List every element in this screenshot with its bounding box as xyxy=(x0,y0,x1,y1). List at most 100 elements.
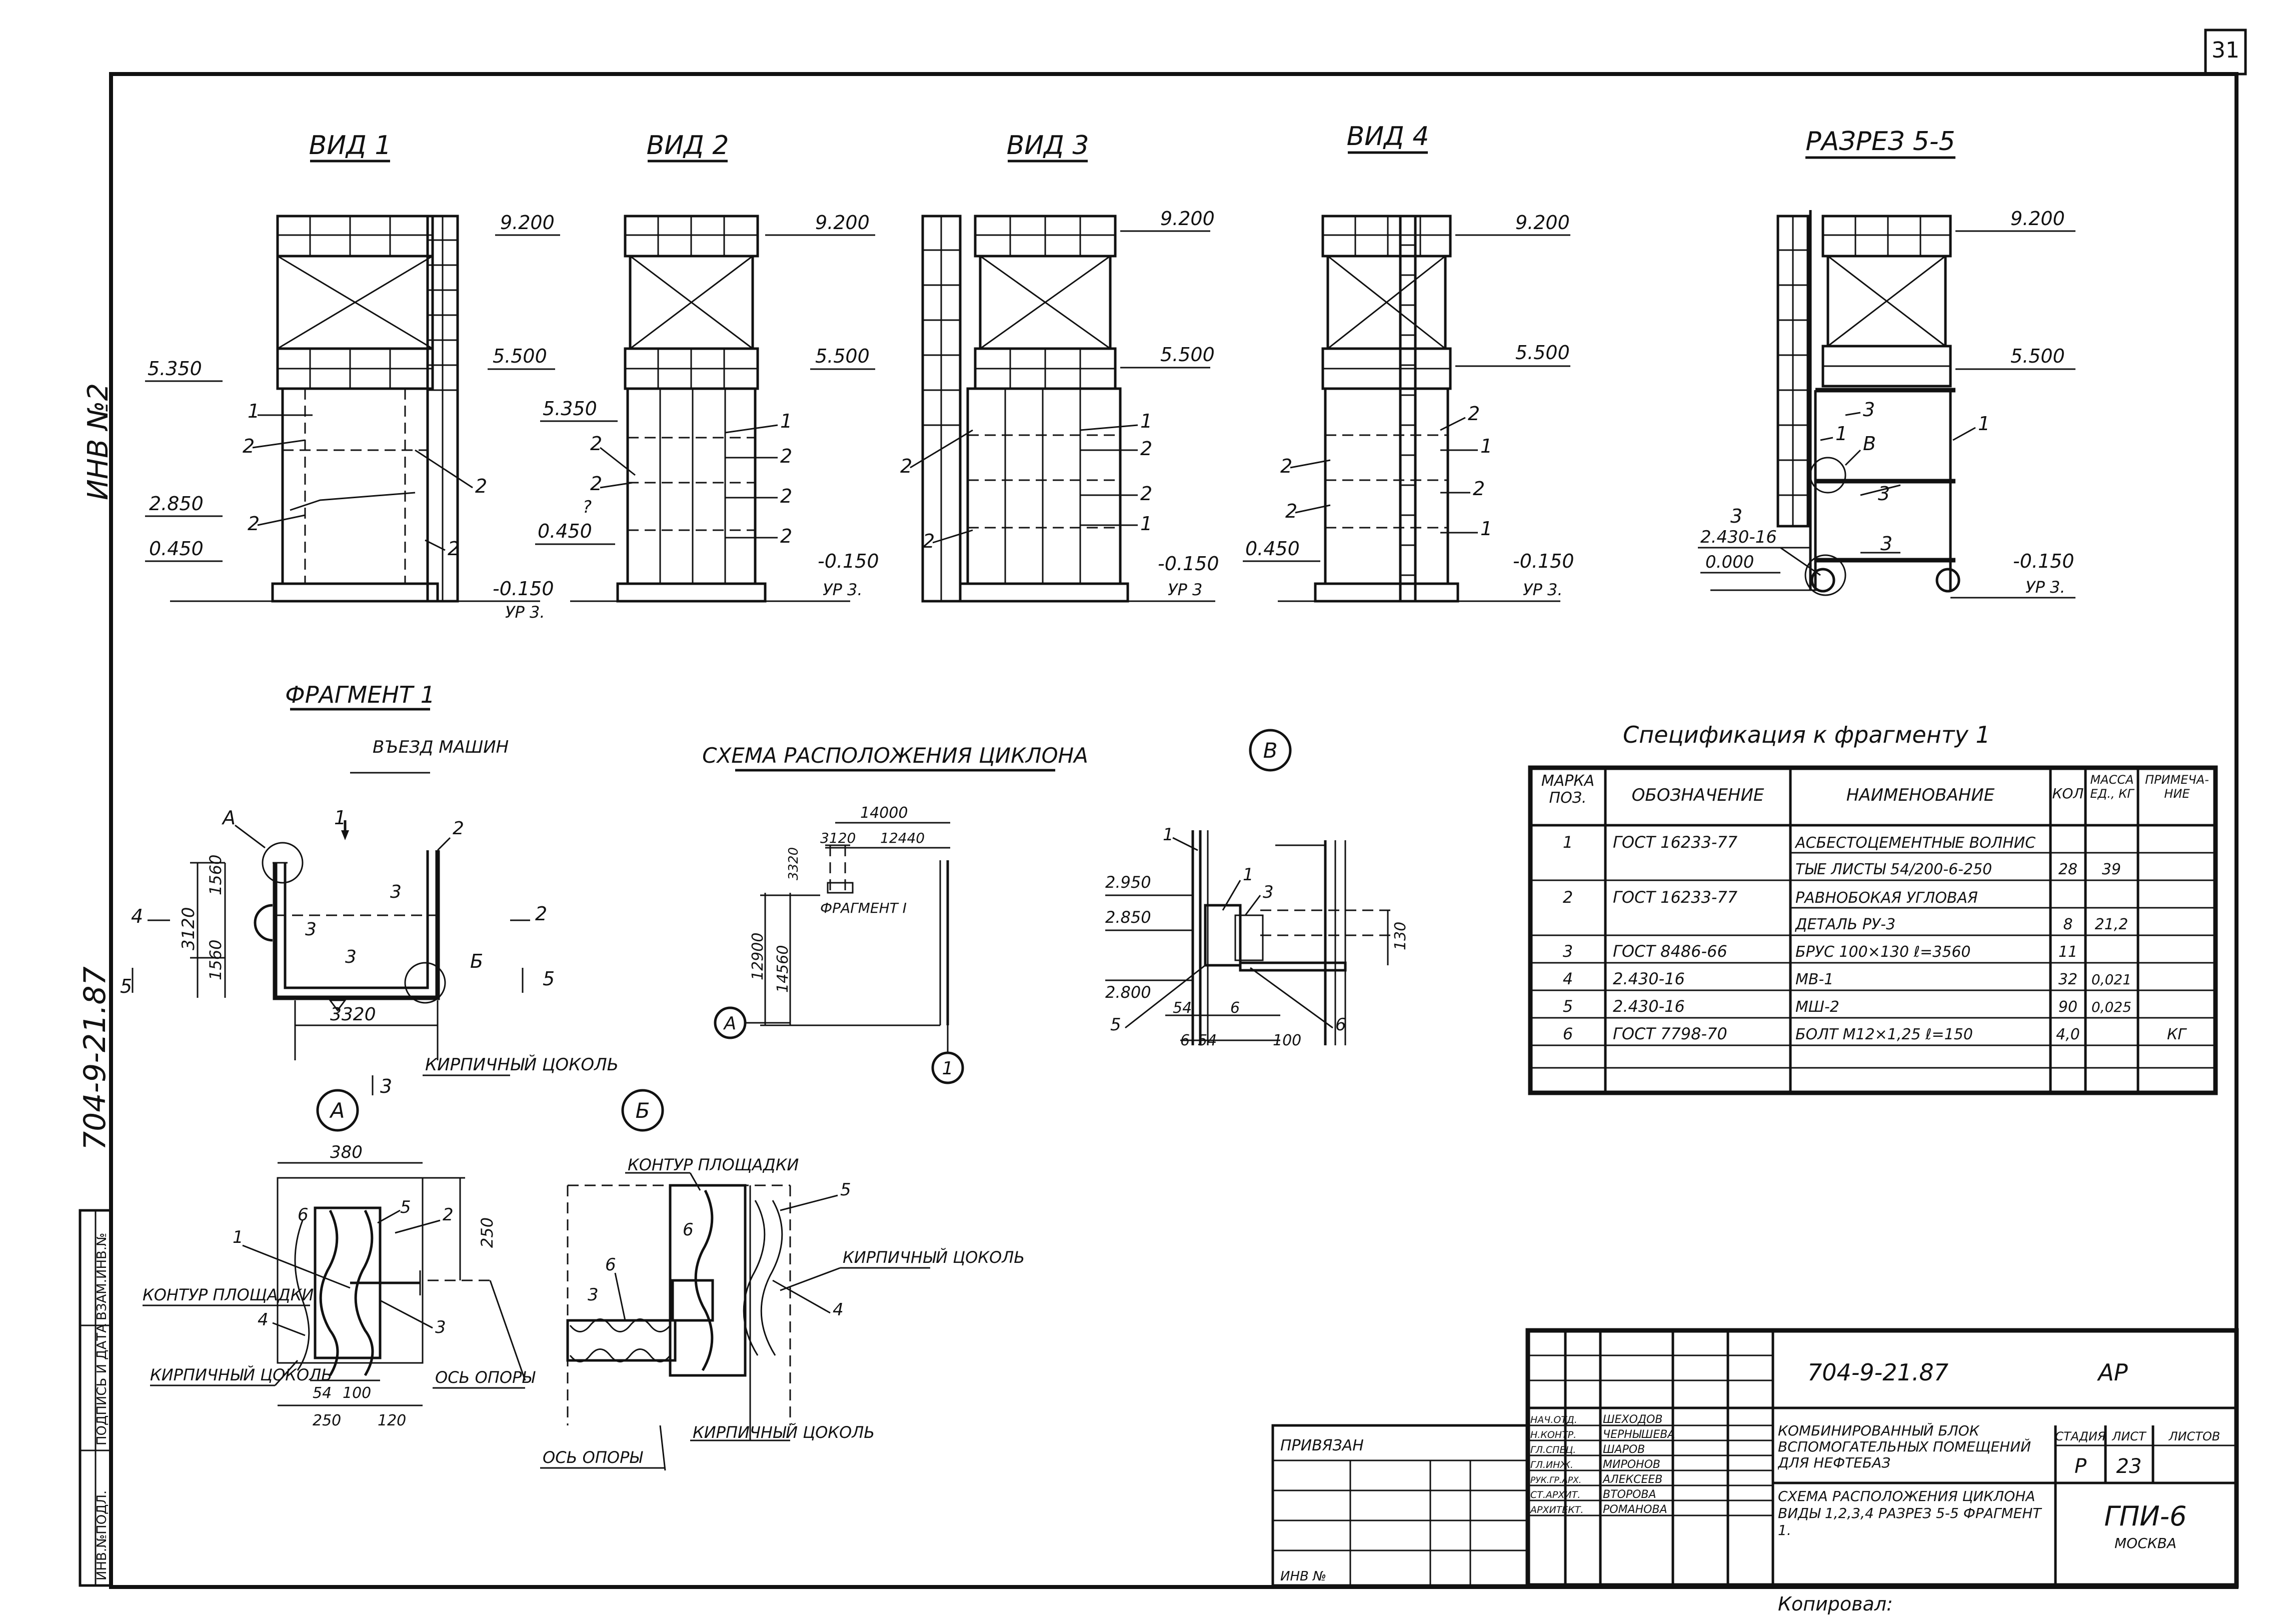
stamp-copied: Копировал: xyxy=(1778,1593,1893,1615)
v3-mark-2a: 2 xyxy=(1140,438,1152,460)
detail-v-level-2800: 2.800 xyxy=(1105,983,1151,1002)
spec-r4-qty: 8 xyxy=(2063,916,2072,933)
detail-v-mark-6: 6 xyxy=(1335,1015,1346,1035)
s55-level-0000: 0.000 xyxy=(1705,552,1754,572)
sheet-frame xyxy=(109,72,2238,1589)
detail-v-marker xyxy=(1249,729,1292,772)
spec-col-designation: ОБОЗНАЧЕНИЕ xyxy=(1631,785,1764,805)
v1-mark-2c: 2 xyxy=(475,475,487,497)
frag-callout-2: 2 xyxy=(453,818,464,839)
spec-r7-qty: 90 xyxy=(2058,998,2077,1016)
detail-a-drawing xyxy=(277,1162,526,1406)
stamp-city: МОСКВА xyxy=(2114,1535,2176,1551)
v4-level-5500: 5.500 xyxy=(1515,342,1570,364)
detail-v-dim-6a: 6 xyxy=(1230,999,1240,1017)
s55-mark-1b: 1 xyxy=(1978,413,1990,435)
frag-section-3: 3 xyxy=(380,1075,392,1097)
stamp-role-1: НАЧ.ОТД. xyxy=(1530,1414,1577,1425)
spec-title: Спецификация к фрагменту 1 xyxy=(1623,721,1990,748)
v1-level-ur3: УР 3. xyxy=(505,603,545,622)
spec-col-qty: КОЛ xyxy=(2052,785,2084,802)
spec-col-name: НАИМЕНОВАНИЕ xyxy=(1846,785,1995,805)
view-3-title: ВИД 3 xyxy=(1007,131,1089,161)
frag-callout-5-right: 5 xyxy=(543,968,555,990)
v2-level-0450: 0.450 xyxy=(538,520,592,542)
detail-a-dim-380: 380 xyxy=(330,1142,363,1162)
detail-b-marker xyxy=(621,1089,664,1132)
stamp-sheet-title: СХЕМА РАСПОЛОЖЕНИЯ ЦИКЛОНА ВИДЫ 1,2,3,4 … xyxy=(1778,1488,2041,1538)
spec-r4-mass: 21,2 xyxy=(2095,916,2128,933)
v3-level-9200: 9.200 xyxy=(1160,208,1215,230)
detail-b-mark-6a: 6 xyxy=(683,1220,694,1240)
spec-r3-mark: 2 xyxy=(1563,888,1573,907)
frag-callout-2-right: 2 xyxy=(535,903,547,925)
v3-mark-2c: 2 xyxy=(900,455,912,477)
v4-level-ur3: УР 3. xyxy=(1523,580,1563,599)
detail-v-level-2850: 2.850 xyxy=(1105,908,1151,927)
vertical-doc-code: 704-9-21.87 xyxy=(78,966,113,1150)
view-4-title: ВИД 4 xyxy=(1347,122,1429,152)
frag-plinth-label: КИРПИЧНЫЙ ЦОКОЛЬ xyxy=(425,1054,619,1075)
v4-mark-1a: 1 xyxy=(1480,435,1492,457)
stamp-name-6: ВТОРОВА xyxy=(1603,1488,1656,1501)
spec-r2-mass: 39 xyxy=(2102,861,2121,878)
strip-replace-label: ВЗАМ.ИНВ.№ xyxy=(95,1233,110,1320)
spec-col-mass: МАССА ЕД., КГ xyxy=(2090,773,2134,801)
scheme-dim-12900: 12900 xyxy=(749,933,767,980)
spec-r8-mark: 6 xyxy=(1563,1024,1573,1043)
v4-level-minus0150: -0.150 xyxy=(1513,550,1574,572)
scheme-fragment-label: ФРАГМЕНТ I xyxy=(820,900,907,916)
detail-v-title: В xyxy=(1263,738,1278,763)
fragment-1-drawing xyxy=(190,820,446,1060)
s55-level-ur3: УР 3. xyxy=(2025,578,2065,597)
v4-mark-2c: 2 xyxy=(1468,403,1480,425)
spec-r3-doc: ГОСТ 16233-77 xyxy=(1613,888,1738,907)
spec-r2-name: ТЫЕ ЛИСТЫ 54/200-6-250 xyxy=(1795,861,1992,878)
frag-callout-3b: 3 xyxy=(305,919,317,940)
stamp-code: 704-9-21.87 xyxy=(1807,1359,1948,1386)
detail-v-mark-3: 3 xyxy=(1263,882,1274,902)
scheme-dim-14000: 14000 xyxy=(860,804,908,822)
stamp-name-1: ШЕХОДОВ xyxy=(1603,1413,1662,1426)
v3-level-minus0150: -0.150 xyxy=(1158,553,1219,575)
spec-r3-name: РАВНОБОКАЯ УГЛОВАЯ xyxy=(1795,889,1978,907)
v2-mark-2d: 2 xyxy=(780,485,792,507)
detail-v-drawing xyxy=(1105,830,1390,1045)
spec-r6-mark: 4 xyxy=(1563,969,1573,988)
v1-level-2850: 2.850 xyxy=(149,493,204,515)
v1-level-5350: 5.350 xyxy=(148,358,202,380)
spec-r7-name: МШ-2 xyxy=(1795,998,1839,1016)
stamp-object-title: КОМБИНИРОВАННЫЙ БЛОК ВСПОМОГАТЕЛЬНЫХ ПОМ… xyxy=(1778,1423,2031,1471)
view-1-title: ВИД 1 xyxy=(309,131,392,161)
v4-mark-2a: 2 xyxy=(1280,455,1292,477)
scheme-dim-3320: 3320 xyxy=(786,847,801,880)
spec-r5-qty: 11 xyxy=(2058,943,2077,961)
stamp-name-7: РОМАНОВА xyxy=(1603,1503,1667,1516)
left-stamp-strip: ИНВ.№ПОДЛ. ПОДПИСЬ И ДАТА ВЗАМ.ИНВ.№ xyxy=(79,1209,113,1587)
frag-dim-1560a: 1560 xyxy=(206,855,225,895)
detail-a-dim-120: 120 xyxy=(378,1412,406,1429)
spec-r1-mark: 1 xyxy=(1563,833,1573,852)
spec-r7-doc: 2.430-16 xyxy=(1613,997,1685,1016)
stamp-sheets-header: ЛИСТОВ xyxy=(2168,1429,2220,1443)
v3-level-ur3: УР 3 xyxy=(1168,580,1202,599)
detail-a-label-plinth: КИРПИЧНЫЙ ЦОКОЛЬ xyxy=(150,1365,332,1384)
v4-level-0450: 0.450 xyxy=(1245,538,1300,560)
view-2-drawing xyxy=(570,215,850,603)
scheme-dim-3120: 3120 xyxy=(820,830,856,846)
frag-callout-3a: 3 xyxy=(390,882,402,902)
scheme-axis-a: А xyxy=(723,1013,737,1034)
detail-a-label-axis: ОСЬ ОПОРЫ xyxy=(435,1368,536,1387)
detail-a-mark-3: 3 xyxy=(435,1317,446,1337)
spec-r1-name: АСБЕСТОЦЕМЕНТНЫЕ ВОЛНИС xyxy=(1794,834,2035,852)
detail-v-dim-100: 100 xyxy=(1273,1032,1301,1049)
spec-rows: 1 ГОСТ 16233-77 АСБЕСТОЦЕМЕНТНЫЕ ВОЛНИС … xyxy=(1563,833,2187,1043)
stamp-role-7: АРХИТЕКТ. xyxy=(1529,1504,1583,1515)
spec-r8-note: КГ xyxy=(2167,1026,2187,1043)
detail-b-mark-6b: 6 xyxy=(605,1255,616,1275)
stamp-stage-mark: АР xyxy=(2096,1359,2127,1386)
page-number-box xyxy=(2204,29,2247,76)
v2-level-ur3: УР 3. xyxy=(823,580,863,599)
stamp-role-5: РУК.ГР.АРХ. xyxy=(1530,1475,1581,1485)
detail-b-drawing xyxy=(566,1184,791,1471)
